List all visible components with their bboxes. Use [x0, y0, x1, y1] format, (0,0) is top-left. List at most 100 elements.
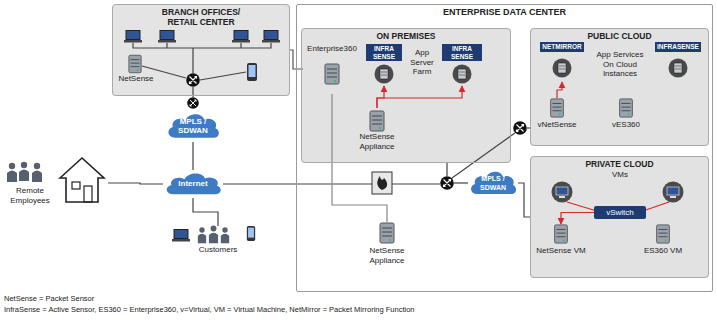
person-icon [198, 227, 206, 243]
infrasense-tag: INFRASENSE [652, 42, 704, 82]
wan-cloud: MPLS / SDWAN [468, 168, 518, 198]
house-door [84, 186, 92, 202]
person-icon [19, 162, 29, 181]
person-icon [7, 163, 17, 182]
internet-wire [223, 183, 372, 184]
netsense-appliance: NetSense Appliance [355, 222, 419, 268]
connector [192, 142, 193, 170]
server-icon [620, 99, 633, 117]
es360-vm: ES360 VM [638, 224, 688, 256]
phone-icon [247, 226, 255, 241]
node-label: NetSense VM [532, 246, 590, 256]
laptop-icon [158, 31, 176, 43]
public-cloud-panel: PUBLIC CLOUDNETMIRROR INFRASENSE vNetSense… [530, 28, 709, 146]
cloud-instance-icon [669, 59, 688, 78]
packet-sensor: NetSense [114, 52, 158, 88]
device-icons [7, 31, 688, 244]
branch-fill [112, 4, 290, 96]
group-note: VMs [600, 170, 640, 180]
infrasense-tag: INFRA SENSE [366, 44, 402, 86]
panel-heading: ON PREMISES [302, 29, 510, 41]
connector [332, 94, 387, 222]
node-label: ES360 VM [638, 246, 688, 256]
connector [561, 213, 594, 225]
group-note: App Services On Cloud Instances [590, 50, 650, 79]
switch-symbol [187, 97, 199, 109]
virtual-es360: vES360 [604, 98, 648, 130]
server-icon [551, 99, 564, 117]
node-label: NetSense Appliance [355, 246, 419, 265]
node-label: MPLS / SDWAN [165, 117, 221, 136]
netsense-vm: NetSense VM [532, 224, 590, 256]
enterprise360-server: Enterprise360 [303, 44, 361, 94]
data-center-panel: ENTERPRISE DATA CENTERON PREMISESEnterpr… [296, 4, 713, 292]
vm-icon [663, 182, 684, 203]
person-icon [32, 163, 42, 182]
customers: Customers [168, 226, 268, 256]
internet-wire [392, 183, 440, 184]
lan-wire [200, 72, 246, 80]
private-cloud-fill [530, 156, 709, 278]
house-window [72, 182, 80, 189]
node-label: Remote Employees [4, 186, 56, 205]
data-center-fill [296, 4, 713, 292]
panel-heading: PUBLIC CLOUD [531, 29, 708, 41]
core-wire [446, 163, 447, 176]
house-icon [60, 158, 104, 202]
panel-heading: BRANCH OFFICES/ RETAIL CENTER [159, 5, 243, 27]
server-icon [129, 55, 141, 73]
node-label: Internet [178, 179, 207, 189]
connector [377, 86, 462, 108]
remote-employees: Remote Employees [4, 158, 108, 208]
wan-cloud: MPLS / SDWAN [165, 110, 221, 142]
node-label: INFRA SENSE [442, 44, 482, 61]
cloud-shape [468, 168, 518, 198]
switch-symbol [440, 176, 454, 190]
node-label: Customers [168, 245, 268, 255]
internet-cloud: Internet [163, 170, 223, 198]
on-premises-panel: ON PREMISES Enterprise360 INFRA SENSE INFRA… [301, 28, 511, 163]
node-label: vNetSense [534, 120, 580, 130]
phone-icon [247, 63, 257, 81]
connector [108, 183, 163, 184]
node-label: INFRA SENSE [366, 44, 402, 61]
person-icon [209, 226, 218, 244]
node-label: NetSense Appliance [345, 132, 409, 151]
firewall-symbol [372, 172, 392, 194]
netsense-appliance: NetSense Appliance [345, 108, 409, 156]
public-cloud-fill [530, 28, 709, 146]
connector [557, 82, 562, 98]
node-label: INFRASENSE [655, 42, 701, 52]
group-note: App Server Farm [403, 48, 441, 77]
laptop-icon [232, 31, 250, 43]
appliance-icon [380, 223, 394, 243]
panel-fills [112, 4, 713, 292]
connector [193, 198, 218, 226]
vm-icon [552, 182, 573, 203]
node-label: NETMIRROR [540, 42, 583, 52]
laptop-icon [172, 230, 190, 242]
firewall-flame [377, 176, 387, 190]
app-server-icon [453, 65, 472, 84]
server-icon [325, 64, 339, 84]
node-label: NetSense [114, 74, 158, 84]
connector [377, 86, 384, 108]
panel-heading: PRIVATE CLOUD [531, 157, 708, 169]
laptop-icon [262, 31, 280, 43]
appliance-icon [370, 111, 384, 131]
app-server-icon [375, 65, 394, 84]
node-label: vES360 [604, 120, 648, 130]
node-label: vSwitch [606, 208, 634, 218]
switch-symbol [513, 121, 527, 135]
node-label: MPLS / SDWAN [468, 174, 518, 193]
connector [518, 183, 530, 217]
cloud-outline [167, 174, 221, 195]
legend-note: InfraSense = Active Sensor, ES360 = Ente… [4, 305, 604, 315]
netmirror-tag: NETMIRROR [536, 42, 588, 82]
server-icon [555, 225, 568, 243]
infrasense-tag: INFRA SENSE [442, 44, 482, 86]
core-wire [452, 133, 515, 178]
core-wire [454, 182, 468, 183]
node-label: Enterprise360 [303, 44, 361, 54]
